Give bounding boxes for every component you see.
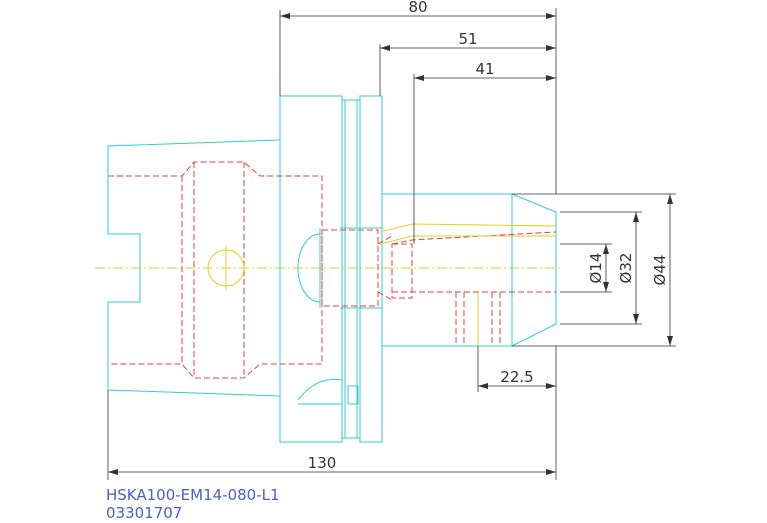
part-number: HSKA100-EM14-080-L1 [106,486,280,504]
dim-41: 41 [475,60,494,78]
dim-51: 51 [458,30,477,48]
nose-body-outline [381,193,557,347]
dim-130: 130 [308,454,337,472]
flange-outline [279,95,383,443]
hsk-shank-outline [107,139,281,397]
dim-diameter-14: Ø14 [587,253,605,284]
dim-22-5: 22.5 [500,368,533,386]
part-code: 03301707 [106,504,182,522]
dimension-lines [107,8,676,480]
dim-diameter-32: Ø32 [617,253,635,284]
dim-diameter-44: Ø44 [651,255,669,286]
dim-80: 80 [408,0,427,16]
collet-taper-lines [207,223,557,346]
